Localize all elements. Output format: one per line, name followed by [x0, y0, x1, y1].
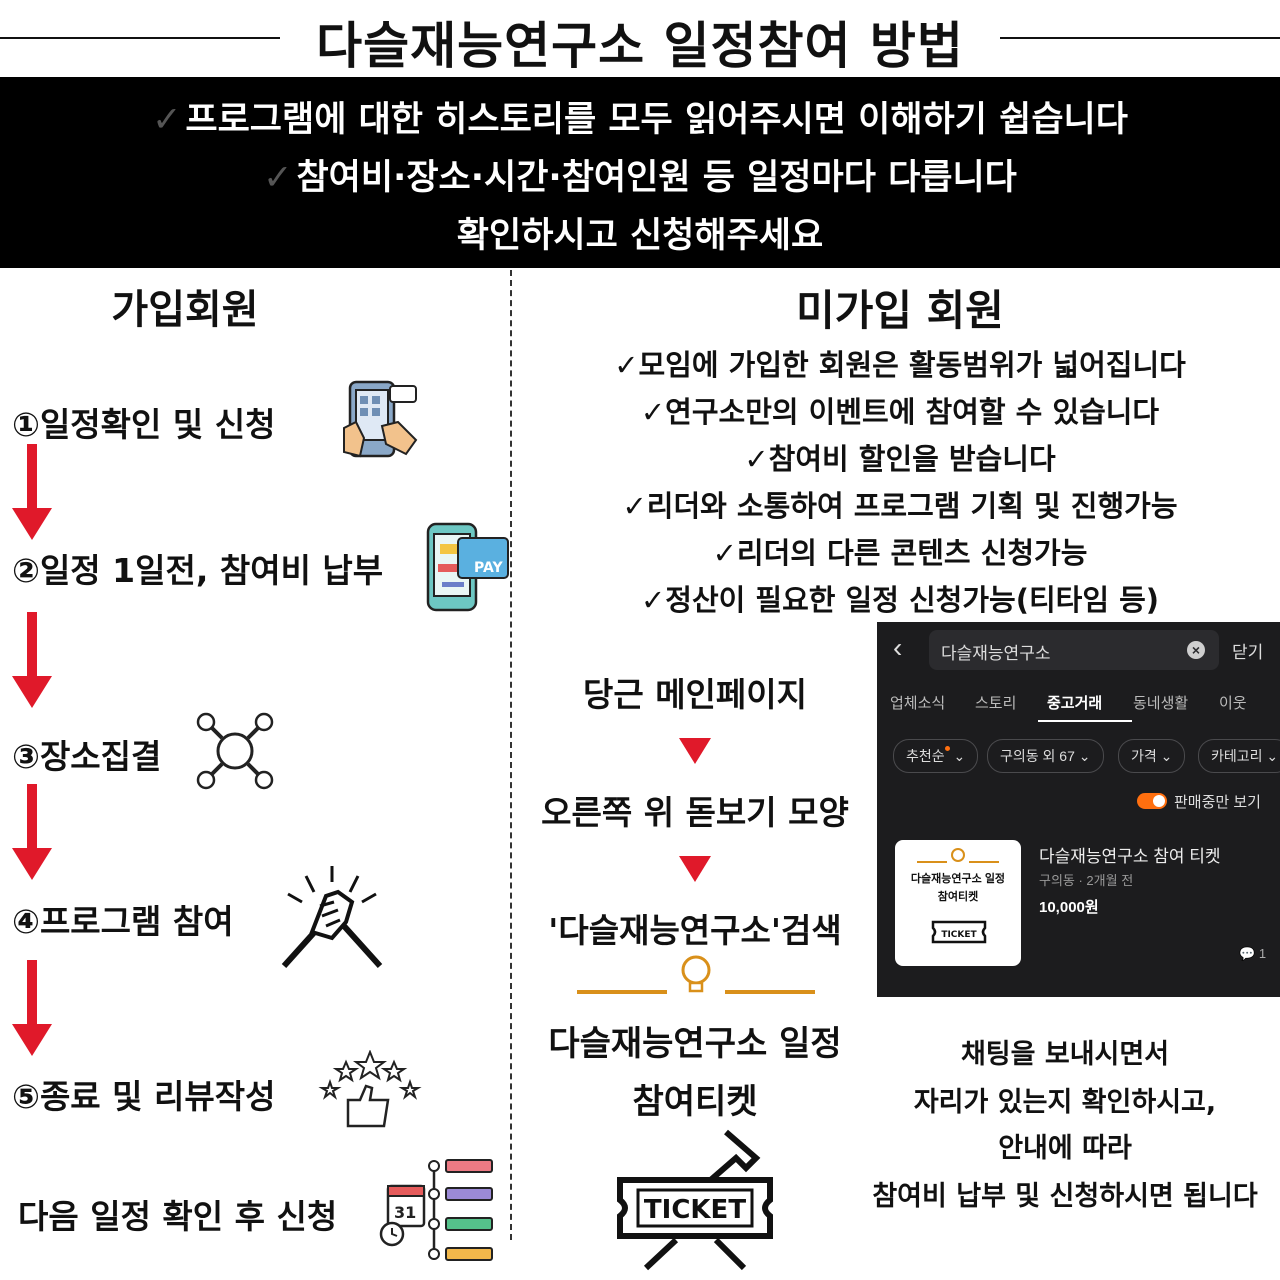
info-line-2: 자리가 있는지 확인하시고,	[913, 1087, 1217, 1118]
page-title: 다슬재능연구소 일정참여 방법	[302, 17, 978, 75]
check-icon: ✓	[622, 489, 647, 523]
header: 다슬재능연구소 일정참여 방법	[0, 0, 1280, 75]
benefit-item: ✓정산이 필요한 일정 신청가능(티타임 등)	[640, 583, 1160, 617]
tab-neighborhood[interactable]: 동네생활	[1133, 695, 1189, 712]
clear-icon[interactable]: ×	[1187, 641, 1205, 659]
listing-price: 10,000원	[1039, 899, 1099, 916]
pay-label: PAY	[474, 560, 503, 576]
step-4: ④프로그램 참여	[12, 902, 234, 941]
check-icon: ✓	[614, 348, 639, 382]
back-chevron-icon[interactable]: ‹	[893, 632, 903, 663]
down-arrow	[12, 444, 52, 540]
ticket-icon: TICKET	[931, 920, 987, 944]
check-icon: ✓	[640, 395, 666, 429]
ticket-title-line-2: 참여티켓	[632, 1082, 758, 1122]
ticket-title-line-1: 다슬재능연구소 일정	[548, 1024, 842, 1064]
close-button[interactable]: 닫기	[1232, 643, 1264, 662]
thumb-line-1: 다슬재능연구소 일정	[910, 873, 1006, 885]
step-5: ⑤종료 및 리뷰작성	[12, 1077, 276, 1116]
app-search-screenshot: ‹ 다슬재능연구소 × 닫기 업체소식 스토리 중고거래 동네생활 이웃 추천순…	[877, 622, 1280, 997]
step-3: ③장소집결	[12, 737, 162, 776]
down-triangle-icon	[679, 856, 711, 882]
active-tab-indicator	[1038, 720, 1132, 722]
down-arrow	[12, 612, 52, 708]
calendar-day: 31	[394, 1203, 416, 1222]
search-value: 다슬재능연구소	[941, 644, 1051, 663]
down-arrow	[12, 960, 52, 1056]
tab-neighbors[interactable]: 이웃	[1219, 695, 1247, 712]
thumb-line-2: 참여티켓	[937, 891, 979, 903]
benefit-item: ✓모임에 가입한 회원은 활동범위가 넓어집니다	[614, 348, 1186, 382]
tab-story[interactable]: 스토리	[975, 695, 1017, 712]
listing-title[interactable]: 다슬재능연구소 참여 티켓	[1039, 847, 1221, 866]
lightbulb-divider-icon	[577, 955, 815, 994]
listing-thumbnail[interactable]: 다슬재능연구소 일정 참여티켓 TICKET	[895, 840, 1021, 966]
ticket-word: TICKET	[644, 1195, 746, 1225]
location-chip[interactable]: 구의동 외 67 ⌄	[987, 739, 1104, 773]
on-sale-toggle-label: 판매중만 보기	[1174, 794, 1261, 811]
new-dot-icon	[944, 746, 950, 751]
flow-step-1: 당근 메인페이지	[582, 675, 807, 714]
ticket-icon: TICKET	[617, 1129, 773, 1271]
benefit-item: ✓연구소만의 이벤트에 참여할 수 있습니다	[640, 395, 1160, 429]
info-line-3: 안내에 따라	[998, 1133, 1132, 1164]
phone-tap-icon	[343, 380, 418, 458]
down-triangle-icon	[679, 738, 711, 764]
step-1: ①일정확인 및 신청	[12, 405, 276, 444]
schedule-icon: 31	[379, 1159, 493, 1261]
search-input[interactable]: 다슬재능연구소 ×	[929, 630, 1219, 670]
mobile-pay-icon: PAY	[426, 522, 509, 612]
banner-line-2: 참여비·장소·시간·참여인원 등 일정마다 다릅니다	[296, 158, 1017, 198]
benefit-item: ✓리더와 소통하여 프로그램 기획 및 진행가능	[622, 489, 1178, 523]
banner-line-1: 프로그램에 대한 히스토리를 모두 읽어주시면 이해하기 쉽습니다	[185, 100, 1128, 140]
check-icon: ✓	[744, 442, 769, 476]
check-icon: ✓	[263, 158, 293, 198]
down-arrow	[12, 784, 52, 880]
member-heading: 가입회원	[111, 287, 259, 333]
check-icon: ✓	[640, 583, 666, 617]
sort-chip[interactable]: 추천순 ⌄	[893, 739, 979, 773]
gathering-icon	[196, 712, 274, 790]
listing-meta: 구의동 · 2개월 전	[1039, 873, 1134, 888]
lightbulb-icon	[917, 848, 999, 863]
price-chip[interactable]: 가격 ⌄	[1118, 739, 1186, 773]
flow-step-3: '다슬재능연구소'검색	[548, 911, 842, 950]
column-divider	[510, 270, 512, 1240]
benefit-item: ✓참여비 할인을 받습니다	[744, 442, 1056, 476]
chat-count: 💬 1	[1239, 946, 1267, 961]
info-line-1: 채팅을 보내시면서	[960, 1039, 1170, 1070]
step-2: ②일정 1일전, 참여비 납부	[12, 551, 384, 590]
tab-used-trade[interactable]: 중고거래	[1047, 695, 1103, 712]
chat-bubble-icon: 💬	[1239, 946, 1256, 961]
review-stars-icon	[318, 1050, 422, 1128]
title-rule-left	[0, 37, 280, 39]
notice-banner: ✓프로그램에 대한 히스토리를 모두 읽어주시면 이해하기 쉽습니다 ✓참여비·…	[0, 77, 1280, 268]
flow-step-2: 오른쪽 위 돋보기 모양	[541, 793, 849, 832]
benefit-item: ✓리더의 다른 콘텐츠 신청가능	[712, 536, 1088, 570]
check-icon: ✓	[152, 100, 182, 140]
thumb-ticket-word: TICKET	[941, 930, 977, 940]
info-line-4: 참여비 납부 및 신청하시면 됩니다	[872, 1181, 1258, 1212]
on-sale-toggle[interactable]	[1137, 793, 1167, 809]
non-member-heading: 미가입 회원	[796, 286, 1004, 335]
title-rule-right	[1000, 37, 1280, 39]
final-step: 다음 일정 확인 후 신청	[18, 1197, 338, 1236]
banner-line-3: 확인하시고 신청해주세요	[456, 216, 824, 256]
handshake-icon	[281, 866, 383, 969]
category-chip[interactable]: 카테고리 ⌄	[1198, 739, 1280, 773]
check-icon: ✓	[712, 536, 737, 570]
tab-business[interactable]: 업체소식	[890, 695, 946, 712]
